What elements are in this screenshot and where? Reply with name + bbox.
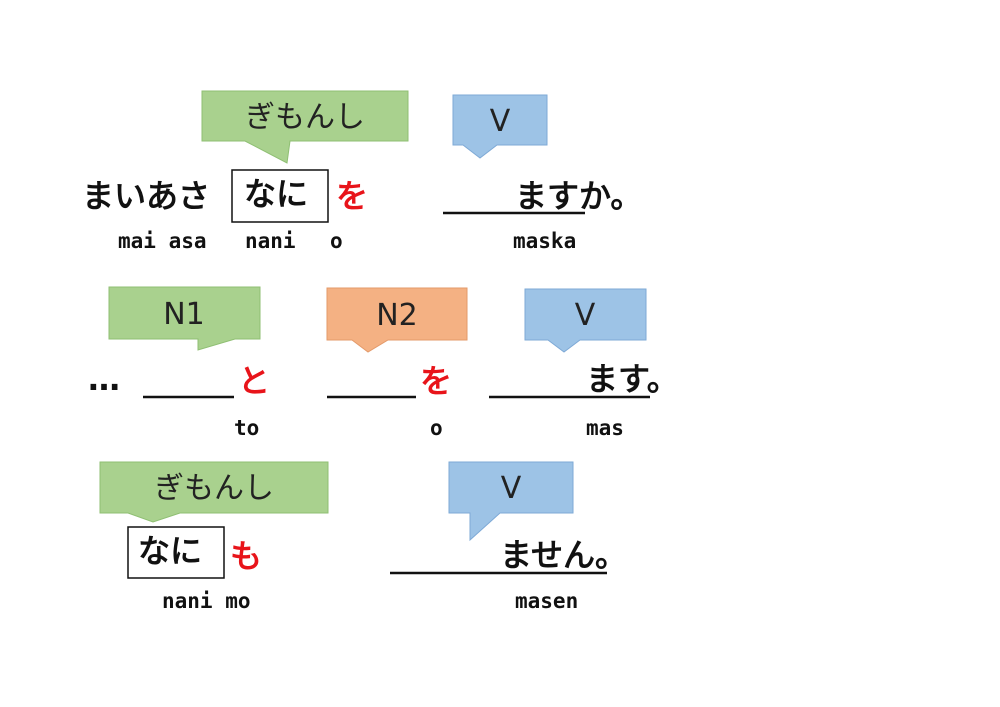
callout-label: V bbox=[501, 471, 522, 506]
sentence-suffix: ません。 bbox=[500, 536, 627, 574]
romaji: o bbox=[430, 416, 443, 440]
question-word: なに bbox=[138, 532, 202, 570]
callout-label: V bbox=[490, 104, 511, 139]
particle: と bbox=[238, 362, 270, 400]
romaji: mai asa bbox=[118, 229, 207, 253]
question-word: なに bbox=[244, 175, 308, 213]
romaji: masen bbox=[515, 589, 578, 613]
particle: を bbox=[336, 177, 368, 215]
romaji: maska bbox=[513, 229, 576, 253]
callout-question-word-2: ぎもんし bbox=[99, 461, 329, 523]
romaji: to bbox=[234, 416, 259, 440]
romaji: nani mo bbox=[162, 589, 251, 613]
sentence-prefix: まいあさ bbox=[82, 177, 210, 215]
callout-label: N2 bbox=[376, 298, 418, 333]
romaji: mas bbox=[586, 416, 624, 440]
callout-question-word-1: ぎもんし bbox=[201, 90, 409, 164]
particle: も bbox=[230, 537, 262, 575]
callout-n1: N1 bbox=[108, 286, 261, 351]
question-word-box bbox=[127, 526, 225, 579]
ellipsis: … bbox=[88, 360, 120, 398]
particle: を bbox=[420, 362, 452, 400]
callout-label: N1 bbox=[163, 297, 205, 332]
callout-label: V bbox=[575, 298, 596, 333]
callout-verb-1: V bbox=[452, 94, 548, 159]
question-word-box bbox=[231, 169, 329, 223]
romaji: nani bbox=[245, 229, 296, 253]
sentence-suffix: ます。 bbox=[586, 360, 679, 398]
sentence-suffix: ますか。 bbox=[515, 177, 642, 215]
callout-n2: N2 bbox=[326, 287, 468, 353]
romaji: o bbox=[330, 229, 343, 253]
callout-label: ぎもんし bbox=[245, 100, 365, 135]
callout-verb-3: V bbox=[448, 461, 574, 542]
callout-verb-2: V bbox=[524, 288, 647, 353]
callout-label: ぎもんし bbox=[154, 471, 274, 506]
